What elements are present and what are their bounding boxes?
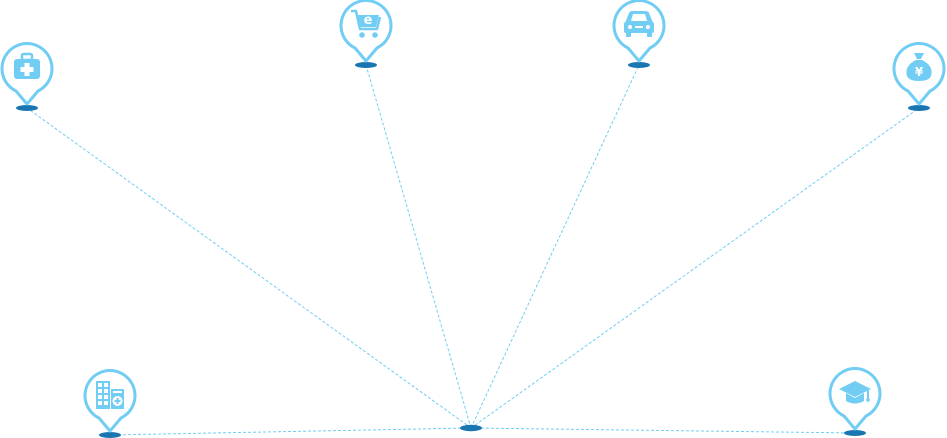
map-pin-education[interactable] bbox=[828, 367, 882, 436]
pin-base bbox=[355, 62, 377, 68]
connector-lines bbox=[26, 64, 920, 436]
pin-base bbox=[628, 62, 650, 68]
graduation-cap-icon bbox=[839, 381, 871, 404]
center-hub bbox=[460, 424, 482, 432]
first-aid-kit-icon bbox=[14, 52, 40, 79]
connector-line-car bbox=[470, 64, 640, 429]
pin-base bbox=[844, 430, 866, 436]
map-pin-medical[interactable] bbox=[0, 42, 54, 111]
map-pin-car[interactable] bbox=[612, 0, 666, 68]
connector-line-ecommerce bbox=[365, 64, 472, 429]
pin-base bbox=[99, 432, 121, 438]
pin-marker bbox=[339, 0, 393, 63]
map-pin-ecommerce[interactable]: e bbox=[339, 0, 393, 68]
car-icon bbox=[624, 11, 654, 37]
map-pin-hospital[interactable] bbox=[83, 369, 137, 438]
svg-text:¥: ¥ bbox=[915, 65, 924, 79]
svg-text:e: e bbox=[364, 13, 373, 28]
hospital-building-icon bbox=[96, 381, 124, 409]
connector-line-education bbox=[470, 427, 856, 434]
pin-base bbox=[16, 105, 38, 111]
pin-base bbox=[908, 105, 930, 111]
yuan-money-bag-icon: ¥ bbox=[906, 53, 932, 81]
hub-dot bbox=[460, 424, 482, 432]
shopping-cart-e-icon: e bbox=[351, 9, 382, 38]
map-pin-finance[interactable]: ¥ bbox=[892, 42, 946, 111]
connector-line-finance bbox=[470, 107, 920, 429]
connector-line-hospital bbox=[109, 427, 472, 436]
connector-line-medical bbox=[26, 107, 472, 429]
